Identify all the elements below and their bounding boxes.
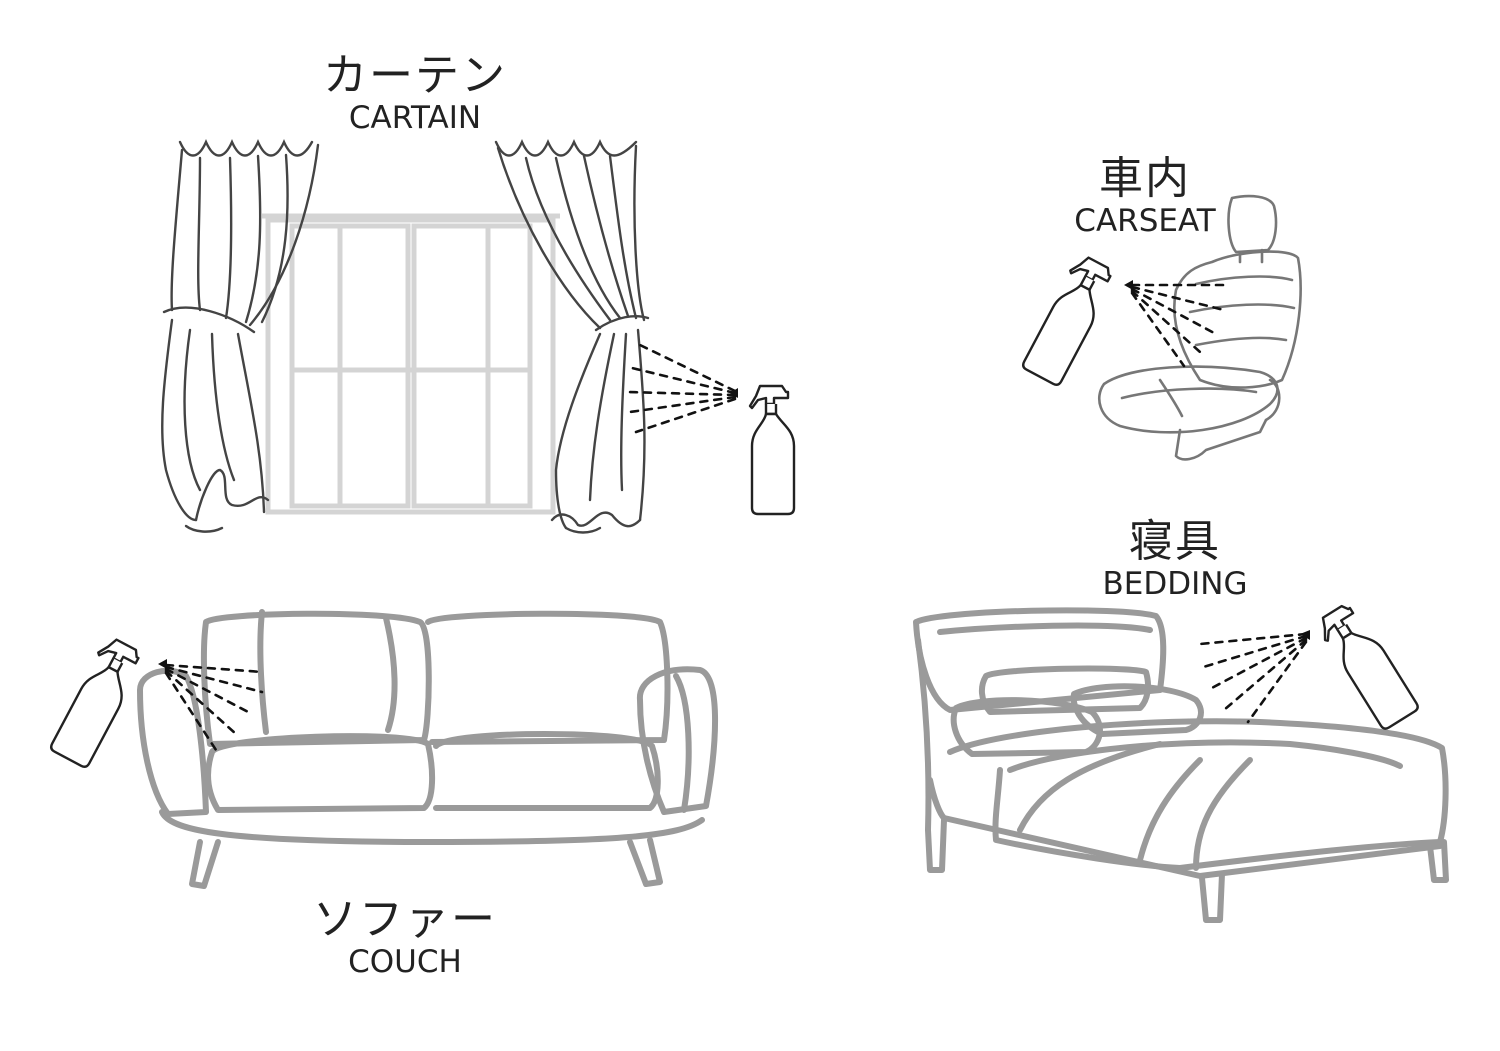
bedding-spray-mist — [1198, 632, 1308, 724]
bedding-caption: 寝具 BEDDING — [1085, 516, 1265, 603]
carseat-label-en: CARSEAT — [1074, 203, 1216, 239]
window — [262, 213, 560, 515]
bed — [913, 607, 1449, 923]
spray-bottle-icon — [748, 384, 796, 516]
couch-label-en: COUCH — [348, 944, 462, 980]
right-curtain — [494, 139, 650, 534]
spray-bottle-icon — [46, 633, 148, 770]
couch-caption: ソファー COUCH — [300, 894, 510, 981]
carseat-spray-mist — [1130, 283, 1226, 368]
curtain-spray-mist — [626, 343, 737, 434]
spray-bottle-icon — [1313, 598, 1421, 733]
bedding-label-jp: 寝具 — [1129, 516, 1221, 567]
spray-bottle-icon — [1018, 251, 1120, 388]
curtain-caption: カーテン CARTAIN — [300, 50, 530, 137]
sofa — [137, 609, 719, 889]
curtain-label-jp: カーテン — [323, 50, 507, 101]
curtain-label-en: CARTAIN — [348, 100, 482, 136]
couch-label-jp: ソファー — [313, 894, 497, 945]
carseat-caption: 車内 CARSEAT — [1055, 153, 1235, 240]
carseat-label-jp: 車内 — [1099, 153, 1191, 204]
window-with-curtains — [161, 139, 796, 534]
left-curtain — [161, 139, 320, 533]
bedding-label-en: BEDDING — [1102, 566, 1248, 602]
car-seat — [1098, 194, 1302, 461]
couch-spray-mist — [164, 663, 264, 752]
